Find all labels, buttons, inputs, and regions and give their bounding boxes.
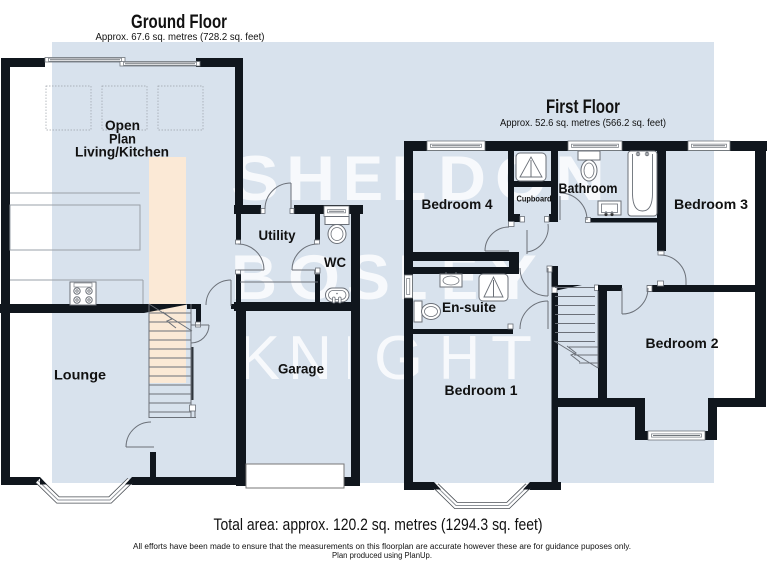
svg-text:Plan produced using PlanUp.: Plan produced using PlanUp. [332, 551, 432, 560]
svg-text:Bedroom 2: Bedroom 2 [646, 335, 719, 351]
svg-text:Approx. 67.6 sq. metres (728.2: Approx. 67.6 sq. metres (728.2 sq. feet) [96, 31, 265, 43]
svg-text:Ground Floor: Ground Floor [131, 12, 227, 33]
svg-text:H: H [439, 324, 480, 393]
svg-text:Cupboard: Cupboard [517, 195, 552, 204]
svg-text:G: G [374, 324, 423, 393]
svg-text:Bedroom 3: Bedroom 3 [674, 196, 748, 212]
svg-text:N: N [288, 324, 332, 393]
svg-text:Bedroom 4: Bedroom 4 [422, 196, 493, 212]
svg-text:Plan: Plan [109, 131, 136, 147]
svg-text:Utility: Utility [259, 227, 296, 243]
svg-text:All efforts have been made to: All efforts have been made to ensure tha… [133, 542, 631, 551]
svg-text:Total area: approx. 120.2 sq.: Total area: approx. 120.2 sq. metres (12… [214, 516, 543, 534]
svg-text:WC: WC [324, 254, 346, 270]
svg-text:H: H [286, 144, 335, 214]
svg-text:T: T [491, 324, 532, 393]
svg-text:En-suite: En-suite [442, 299, 496, 315]
svg-text:Approx. 52.6 sq. metres (566.2: Approx. 52.6 sq. metres (566.2 sq. feet) [500, 117, 666, 129]
svg-text:E: E [343, 144, 383, 214]
svg-text:Bedroom 1: Bedroom 1 [445, 382, 518, 398]
svg-text:Living/Kitchen: Living/Kitchen [75, 144, 169, 160]
svg-text:Bathroom: Bathroom [559, 180, 618, 196]
svg-text:Lounge: Lounge [54, 367, 106, 383]
svg-text:D: D [438, 144, 486, 214]
svg-text:First Floor: First Floor [546, 97, 620, 118]
svg-text:I: I [346, 324, 352, 393]
svg-text:Open: Open [105, 117, 140, 133]
svg-text:Garage: Garage [278, 361, 324, 377]
